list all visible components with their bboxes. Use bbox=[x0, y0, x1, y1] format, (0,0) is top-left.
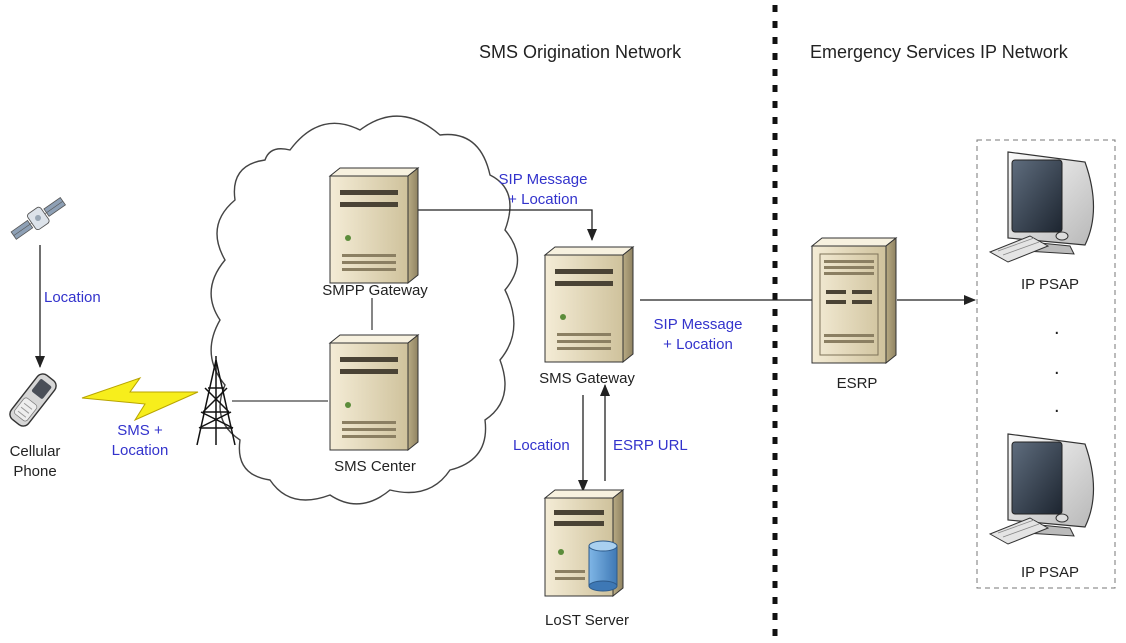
edge-label-location-satellite: Location bbox=[44, 289, 101, 306]
cellular-phone-label: Cellular Phone bbox=[0, 442, 70, 482]
lost-server-label: LoST Server bbox=[545, 612, 629, 629]
cell-tower-icon bbox=[196, 356, 236, 446]
cellular-phone-label-line1: Cellular bbox=[9, 443, 61, 460]
edge-label-sip-message-top-line1: SIP Message bbox=[498, 171, 588, 188]
satellite-icon bbox=[10, 196, 66, 240]
edge-label-sip-message-esrp: SIP Message + Location bbox=[633, 315, 763, 355]
sms-gateway-server-icon bbox=[543, 245, 635, 364]
psap-workstation-icon-bottom bbox=[988, 433, 1095, 545]
sms-center-server-icon bbox=[328, 333, 420, 452]
edge-label-sms-location-line2: Location bbox=[111, 442, 169, 459]
psap-group-box bbox=[976, 139, 1116, 589]
smpp-gateway-label: SMPP Gateway bbox=[322, 282, 428, 299]
edge-label-esrp-url: ESRP URL bbox=[613, 437, 688, 454]
smpp-gateway-server-icon bbox=[328, 166, 420, 285]
edge-label-sip-message-top: SIP Message + Location bbox=[478, 170, 608, 210]
header-emergency-services-ip-network: Emergency Services IP Network bbox=[810, 42, 1068, 62]
smpp-to-gateway-arrow bbox=[417, 209, 597, 241]
esrp-server-icon bbox=[810, 236, 898, 365]
sms-gateway-label: SMS Gateway bbox=[539, 370, 635, 387]
header-sms-origination-network: SMS Origination Network bbox=[479, 42, 682, 62]
edge-label-sip-message-esrp-line2: + Location bbox=[663, 336, 733, 353]
edge-label-sip-message-esrp-line1: SIP Message bbox=[653, 316, 743, 333]
cellular-phone-icon bbox=[9, 373, 57, 427]
edge-label-sms-location: SMS + Location bbox=[95, 421, 185, 461]
database-icon bbox=[588, 540, 618, 592]
ellipsis-dot: . bbox=[1054, 395, 1060, 417]
edge-label-location-lost: Location bbox=[513, 437, 570, 454]
cloud-boundary bbox=[210, 115, 519, 505]
ellipsis-dot: . bbox=[1054, 357, 1060, 379]
ip-psap-label-top: IP PSAP bbox=[1020, 276, 1080, 293]
sms-center-label: SMS Center bbox=[334, 458, 416, 475]
edge-label-sms-location-line1: SMS + bbox=[117, 422, 163, 439]
wireless-link-icon bbox=[81, 377, 199, 422]
esrp-label: ESRP bbox=[836, 375, 878, 392]
ellipsis-dot: . bbox=[1054, 317, 1060, 339]
edge-label-sip-message-top-line2: + Location bbox=[508, 191, 578, 208]
cellular-phone-label-line2: Phone bbox=[13, 463, 57, 480]
ip-psap-label-bottom: IP PSAP bbox=[1020, 564, 1080, 581]
psap-workstation-icon-top bbox=[988, 151, 1095, 263]
